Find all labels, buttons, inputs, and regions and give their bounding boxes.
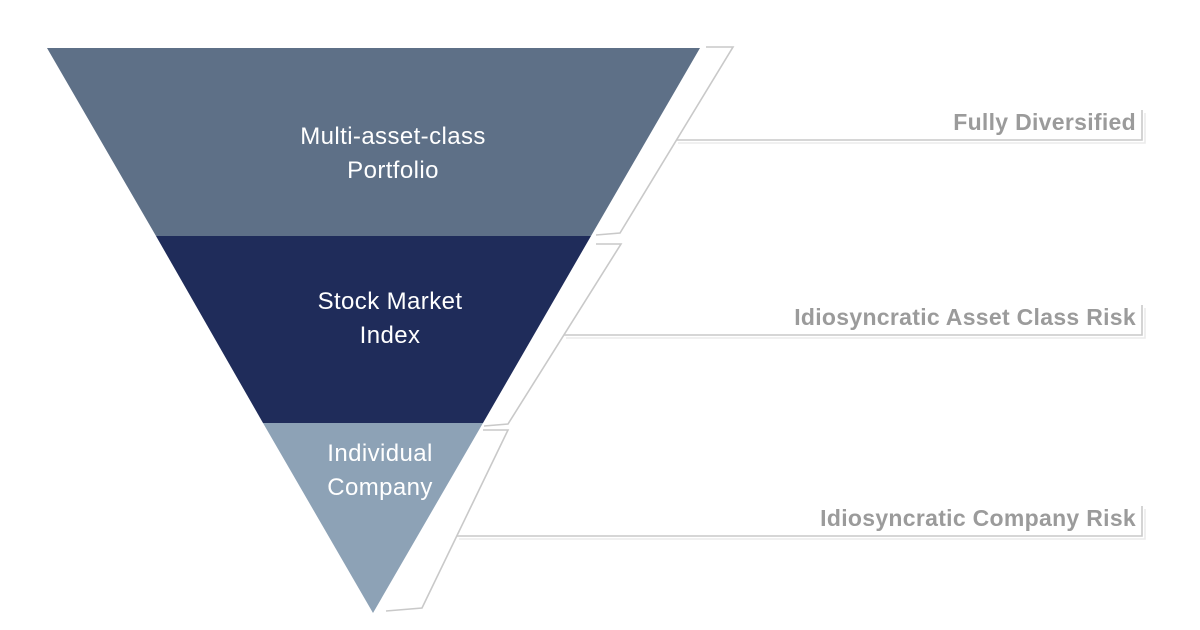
funnel-tier-middle-shape: [156, 236, 591, 423]
callout-lines: [457, 110, 1143, 537]
tier-label-line: Index: [359, 322, 421, 349]
tier-label-stock-market-index: Stock Market Index: [190, 285, 590, 353]
tier-label-line: Multi-asset-class: [300, 123, 486, 150]
bracket-tier-middle: [483, 243, 623, 427]
annotation-idiosyncratic-company-risk: Idiosyncratic Company Risk: [820, 505, 1136, 531]
tier-label-line: Individual: [327, 440, 433, 467]
funnel-tier-bottom-shape: [263, 423, 483, 613]
tier-label-line: Stock Market: [317, 288, 463, 315]
callout-shadow-lines: [459, 113, 1146, 540]
annotation-idiosyncratic-asset-class-risk: Idiosyncratic Asset Class Risk: [794, 304, 1136, 330]
callout-line-company-risk: [457, 506, 1143, 537]
callout-line-fully-diversified: [676, 110, 1143, 141]
funnel-tier-top-shape: [47, 48, 700, 236]
tier-label-line: Portfolio: [347, 157, 439, 184]
bracket-tier-bottom: [385, 429, 510, 612]
tier-label-multi-asset-class-portfolio: Multi-asset-class Portfolio: [193, 120, 593, 188]
annotation-fully-diversified: Fully Diversified: [953, 109, 1136, 135]
tier-label-individual-company: Individual Company: [180, 437, 580, 505]
callout-line-asset-class-risk: [564, 305, 1143, 336]
tier-label-line: Company: [327, 474, 433, 501]
